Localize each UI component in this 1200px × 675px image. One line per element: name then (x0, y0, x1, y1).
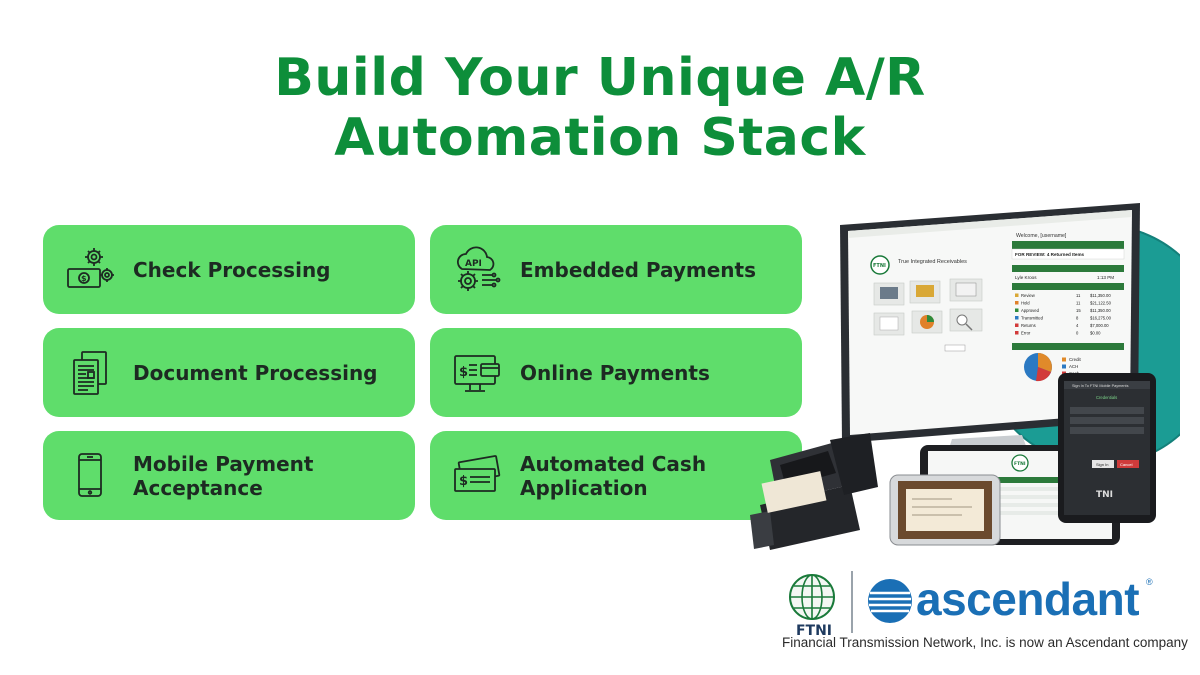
svg-text:$: $ (459, 365, 468, 380)
screen-status-row: Transmitted 8 $16,275.00 (1015, 316, 1112, 321)
svg-text:Sign In To FTNI Mobile Payment: Sign In To FTNI Mobile Payments (1072, 384, 1129, 388)
svg-text:$0.00: $0.00 (1090, 331, 1101, 336)
svg-text:Credentials: Credentials (1096, 395, 1117, 400)
feature-label: Check Processing (133, 257, 331, 282)
ascendant-globe-icon (868, 579, 912, 623)
feature-card-mobile-payment-acceptance[interactable]: Mobile Payment Acceptance (43, 431, 415, 520)
feature-card-check-processing[interactable]: $ Check Processing (43, 225, 415, 314)
screen-user: Lyle Kroos (1015, 275, 1037, 280)
registered-mark: ® (1146, 577, 1153, 587)
svg-text:$11,350.00: $11,350.00 (1090, 293, 1111, 298)
svg-text:Hold: Hold (1021, 301, 1030, 306)
ftni-logo-text: FTNI (795, 623, 833, 639)
svg-text:$7,000.00: $7,000.00 (1090, 323, 1109, 328)
tablet-portrait: Sign In To FTNI Mobile Payments Credenti… (1058, 373, 1156, 523)
svg-text:API: API (465, 259, 482, 269)
screen-tagline: True Integrated Receivables (898, 259, 967, 265)
checks-icon: $ (452, 451, 502, 501)
svg-text:$21,122.50: $21,122.50 (1090, 301, 1112, 306)
screen-status-row: Returns 4 $7,000.00 (1015, 323, 1109, 328)
api-cloud-gear-icon: API (452, 245, 502, 295)
svg-text:Approved: Approved (1021, 308, 1040, 313)
svg-text:$11,350.00: $11,350.00 (1090, 308, 1111, 313)
svg-text:Credit: Credit (1069, 357, 1081, 362)
smartphone-icon (65, 451, 115, 501)
svg-text:8: 8 (1076, 316, 1079, 321)
screen-legend-item: Credit (1062, 357, 1081, 362)
screen-status-row: Review 11 $11,350.00 (1015, 293, 1111, 298)
phone-with-check (889, 474, 1001, 546)
screen-legend-item: ACH (1062, 364, 1078, 369)
screen-welcome: Welcome, [username] (1016, 233, 1067, 239)
screen-dashboard: FTNI True Integrated Receivables Welcome… (870, 233, 1125, 382)
page-title-line: Build Your Unique A/R (274, 48, 926, 108)
svg-text:Sign In: Sign In (1096, 462, 1108, 467)
screen-status-row: Error 0 $0.00 (1015, 331, 1101, 336)
feature-card-online-payments[interactable]: $ Online Payments (430, 328, 802, 417)
svg-text:Cancel: Cancel (1120, 462, 1133, 467)
screen-status-row: Approved 15 $11,350.00 (1015, 308, 1111, 313)
ascendant-logo-text: ascendant (916, 573, 1140, 625)
screen-time: 1:13 PM (1097, 275, 1114, 280)
logo-divider (851, 571, 853, 633)
svg-text:Returns: Returns (1021, 323, 1036, 328)
feature-card-document-processing[interactable]: Document Processing (43, 328, 415, 417)
feature-label: Embedded Payments (520, 257, 757, 282)
check-scanner (750, 433, 878, 550)
svg-text:TNI: TNI (1096, 490, 1113, 500)
svg-text:15: 15 (1076, 308, 1081, 313)
feature-label: Mobile Payment Acceptance (133, 451, 314, 500)
page-title-line: Automation Stack (334, 108, 866, 168)
acquisition-tagline: Financial Transmission Network, Inc. is … (782, 635, 1188, 650)
feature-label: Online Payments (520, 360, 710, 385)
feature-card-embedded-payments[interactable]: API Embedded Payments (430, 225, 802, 314)
brand-logos: FTNI ascendant ® Financial Transmission … (778, 563, 1188, 663)
product-showcase-illustration: FTNI True Integrated Receivables Welcome… (750, 203, 1180, 550)
feature-label: Document Processing (133, 360, 378, 385)
svg-text:11: 11 (1076, 293, 1081, 298)
feature-label: Automated Cash Application (520, 451, 707, 500)
svg-text:Review: Review (1021, 293, 1036, 298)
ftni-globe-icon (789, 574, 835, 620)
documents-icon (65, 348, 115, 398)
svg-text:FTNI: FTNI (873, 263, 886, 269)
svg-text:11: 11 (1076, 301, 1081, 306)
svg-text:Transmitted: Transmitted (1021, 316, 1044, 321)
svg-text:$: $ (459, 474, 468, 489)
screen-review: FOR REVIEW: 4 Returned Items (1015, 252, 1085, 257)
screen-status-row: Hold 11 $21,122.50 (1015, 301, 1112, 306)
svg-text:$: $ (81, 274, 87, 283)
svg-text:Error: Error (1021, 331, 1031, 336)
svg-text:ACH: ACH (1069, 364, 1078, 369)
monitor-card-icon: $ (452, 348, 502, 398)
svg-text:0: 0 (1076, 331, 1079, 336)
feature-card-automated-cash-application[interactable]: $ Automated Cash Application (430, 431, 802, 520)
check-gears-icon: $ (65, 245, 115, 295)
svg-text:FTNI: FTNI (1014, 461, 1026, 467)
svg-text:4: 4 (1076, 323, 1079, 328)
svg-text:$16,275.00: $16,275.00 (1090, 316, 1112, 321)
